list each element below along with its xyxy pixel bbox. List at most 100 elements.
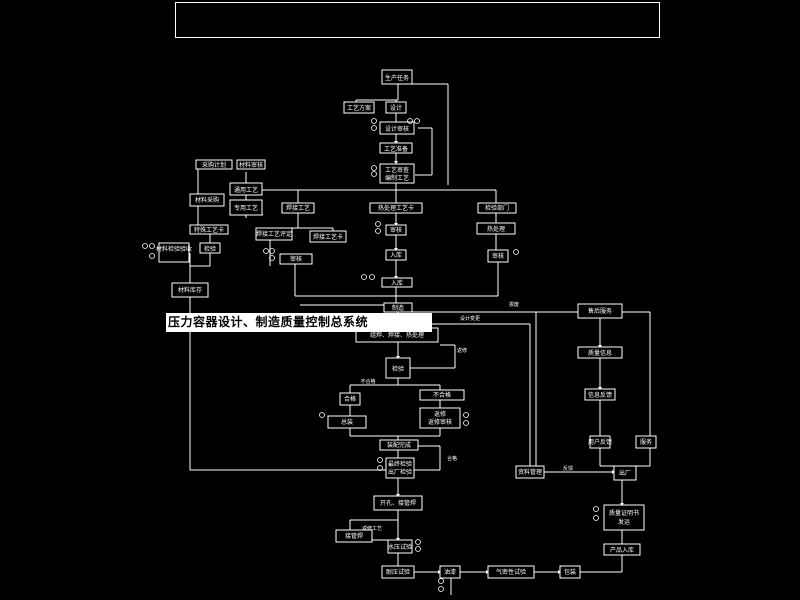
node-product-storage [603,543,641,556]
label-service: 服务 [640,438,652,446]
node-air-test [487,565,535,579]
node-welding-procedure-assess [255,227,293,241]
node-delivery [613,465,637,481]
label-unqualified: 不合格 [433,391,451,399]
node-service [635,435,657,449]
node-nozzle-weld [335,529,373,543]
node-heat-treatment [476,222,516,235]
label-doc-mgmt: 资料管理 [518,468,542,476]
node-quality-docs [603,504,645,531]
edge-label-5: 反馈 [563,465,573,472]
label-warehouse: 入库 [390,251,402,259]
label-welding-procedure-assess: 焊接工艺评定 [256,230,292,238]
node-design [385,101,407,114]
label-hydro-test: 水压试验 [388,543,412,551]
label-process-prep: 工艺准备 [384,145,408,153]
node-pressure-test [381,565,415,579]
label-material-review: 材料审核 [239,161,263,169]
title-frame [175,2,660,38]
label-special-process: 专用工艺 [234,204,258,212]
node-doc-mgmt [515,465,545,479]
label-final-check: 最终检验 [388,460,412,468]
label-heat-treatment-process: 热处理工艺卡 [378,204,414,212]
label-accept-review: 审核 [290,255,302,263]
label-shipping: 发运 [618,518,630,526]
node-storage-material [171,282,209,298]
label-repair-review: 返修审核 [428,418,452,426]
label-pressure-test: 耐压试验 [386,568,410,576]
label-packing: 包装 [564,568,576,576]
label-process-check: 检验 [392,365,404,373]
node-hydro-test [387,539,413,554]
node-inspection-department [477,202,517,214]
node-qualified [339,392,361,406]
node-general-process [229,182,263,196]
label-final-assemble: 总装 [341,418,353,426]
label-welding-process: 焊接工艺 [286,204,310,212]
node-warehouse-in [381,277,413,288]
label-warehouse-in: 入库 [391,279,403,287]
label-welding-manuf: 组焊、焊接、热处理 [370,331,424,339]
node-design-review [379,121,415,135]
node-review2 [487,249,509,263]
label-quality-info: 质量信息 [588,349,612,357]
node-manufacture [383,302,413,313]
label-after-service: 售后服务 [588,307,612,315]
node-special-process [229,199,263,216]
label-product-storage: 产品入库 [610,546,634,554]
label-process-review: 工艺审查 [385,166,409,174]
label-inspection-department: 检验部门 [485,204,509,212]
node-final-assemble [327,415,367,429]
system-title: 压力容器设计、制造质量控制总系统 [166,313,432,332]
label-design: 设计 [390,104,402,112]
label-qualified: 合格 [344,395,356,403]
node-assembly-done [379,439,419,451]
label-special-process-form: 特殊工艺卡 [194,226,224,234]
label-process-compile: 编制工艺 [385,174,409,182]
label-welding-instruction: 焊接工艺卡 [313,233,343,241]
node-quality-info [577,346,623,359]
label-heat-treatment: 热处理 [487,225,505,233]
label-nozzle-weld: 接管焊 [345,532,363,540]
label-purchase-plan: 采购计划 [202,161,226,169]
edge-label-1: 不合格 [360,378,375,385]
label-check-material: 检验 [204,245,216,253]
node-process-prep [379,142,413,154]
node-warehouse [385,249,407,261]
label-open-inspect: 开孔、接管焊 [380,499,416,507]
edge-label-3: 合格 [447,455,457,462]
node-welding-process [281,202,315,214]
node-quality-feedback [584,388,616,401]
label-review: 审核 [390,226,402,234]
label-general-process: 通用工艺 [234,186,258,194]
node-purchase-plan [195,159,233,170]
node-unqualified [419,389,465,401]
node-final-check [385,457,415,479]
node-special-process-form [189,224,229,235]
label-air-test: 气密性试验 [496,568,526,576]
node-material-check-accept [158,242,190,263]
label-user-feedback: 用户反馈 [588,438,612,446]
label-process-plan: 工艺方案 [347,104,371,112]
node-packing [559,565,581,579]
node-material-purchase [189,193,225,207]
node-production-task [381,69,413,85]
label-production-task: 生产任务 [385,74,409,82]
node-review [385,224,407,236]
node-accept-review [279,253,313,265]
label-storage-material: 材料库存 [178,286,202,294]
edge-label-4: 报废 [509,301,519,308]
label-review2: 审核 [492,252,504,260]
label-material-check-accept: 材料检验验收 [156,245,192,253]
node-user-feedback [589,435,611,449]
node-process-check [385,357,411,379]
label-manufacture: 制造 [392,304,404,312]
node-process-plan [343,101,375,114]
label-delivery: 出厂 [619,469,631,477]
edge-label-repair-process: 返修工艺 [362,525,382,532]
node-heat-treatment-process [369,202,423,214]
node-check-material [199,242,221,254]
node-welding-instruction [309,230,347,243]
